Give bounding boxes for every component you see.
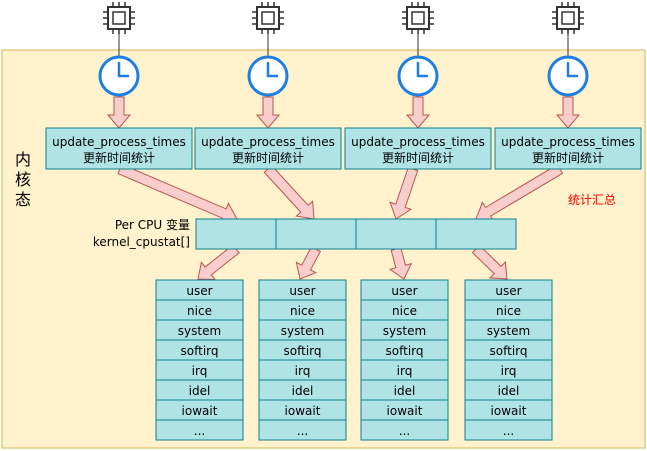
clock-icon xyxy=(547,55,589,97)
stat-row-label: ... xyxy=(399,424,410,438)
stat-row-label: irq xyxy=(501,364,517,378)
stat-row-label: iowait xyxy=(491,404,527,418)
stat-row-label: user xyxy=(391,284,417,298)
aggregate-label: 统计汇总 xyxy=(568,193,616,207)
stat-row-label: iowait xyxy=(182,404,218,418)
stat-row xyxy=(464,419,553,441)
stat-row-label: idel xyxy=(292,384,314,398)
stat-row-label: irq xyxy=(295,364,311,378)
function-to-percpu-arrow xyxy=(389,166,419,220)
function-description-label: 更新时间统计 xyxy=(83,150,155,165)
function-name-label: update_process_times xyxy=(52,135,186,149)
stat-row-label: system xyxy=(281,324,324,338)
function-description-label: 更新时间统计 xyxy=(232,150,304,165)
stat-row-label: iowait xyxy=(285,404,321,418)
cpu-chip-icon xyxy=(402,2,434,34)
kernel-cpustat-slot xyxy=(275,218,357,250)
stat-row-label: nice xyxy=(496,304,521,318)
stat-row xyxy=(258,419,347,441)
stat-row-label: ... xyxy=(503,424,514,438)
stat-row-label: user xyxy=(186,284,212,298)
stat-row-label: idel xyxy=(394,384,416,398)
stat-row-label: idel xyxy=(498,384,520,398)
timer-to-function-arrow xyxy=(255,96,281,129)
clock-icon xyxy=(247,55,289,97)
cpu-stat-table: user nice system softirq irq idel iowait... xyxy=(155,279,244,441)
percpu-to-stats-arrow xyxy=(295,245,322,280)
percpu-variable-label-line1: Per CPU 变量 xyxy=(115,217,190,232)
stat-row-label: ... xyxy=(297,424,308,438)
stat-row-label: softirq xyxy=(284,344,322,358)
stat-row-label: system xyxy=(487,324,530,338)
cpu-stat-table: user nice system softirq irq idel iowait... xyxy=(464,279,553,441)
stat-row-label: nice xyxy=(187,304,212,318)
cpu-stat-table: user nice system softirq irq idel iowait... xyxy=(258,279,347,441)
stat-row-label: user xyxy=(495,284,521,298)
stat-row-label: softirq xyxy=(386,344,424,358)
stat-row-label: ... xyxy=(194,424,205,438)
clock-icon xyxy=(98,55,140,97)
cpu-chip-icon xyxy=(552,2,584,34)
stat-row-label: iowait xyxy=(387,404,423,418)
stat-row-label: nice xyxy=(392,304,417,318)
function-to-percpu-arrow xyxy=(263,164,315,220)
percpu-to-stats-arrow xyxy=(197,244,240,281)
timer-to-function-arrow xyxy=(106,96,132,129)
stat-row-label: irq xyxy=(192,364,208,378)
stat-row-label: softirq xyxy=(181,344,219,358)
stat-row-label: irq xyxy=(397,364,413,378)
stat-row-label: system xyxy=(178,324,221,338)
stat-row-label: idel xyxy=(189,384,211,398)
timer-to-function-arrow xyxy=(555,96,581,129)
percpu-to-stats-arrow xyxy=(388,247,413,280)
stat-row-label: user xyxy=(289,284,315,298)
function-name-label: update_process_times xyxy=(351,135,485,149)
percpu-variable-label-line2: kernel_cpustat[] xyxy=(93,235,190,249)
function-name-label: update_process_times xyxy=(501,135,635,149)
stat-row xyxy=(155,419,244,441)
stat-row-label: softirq xyxy=(490,344,528,358)
cpu-chip-icon xyxy=(103,2,135,34)
timer-to-function-arrow xyxy=(405,96,431,129)
function-name-label: update_process_times xyxy=(201,135,335,149)
kernel-cpustat-slot xyxy=(355,218,437,250)
function-description-label: 更新时间统计 xyxy=(532,150,604,165)
kernel-cpustat-slot xyxy=(435,218,517,250)
function-description-label: 更新时间统计 xyxy=(382,150,454,165)
cpu-stat-table: user nice system softirq irq idel iowait... xyxy=(360,279,449,441)
cpu-chip-icon xyxy=(252,2,284,34)
stat-row-label: system xyxy=(383,324,426,338)
stat-row xyxy=(360,419,449,441)
clock-icon xyxy=(397,55,439,97)
kernel-space-label: 内核态 xyxy=(15,150,31,209)
stat-row-label: nice xyxy=(290,304,315,318)
kernel-cpustat-slot xyxy=(195,218,277,250)
